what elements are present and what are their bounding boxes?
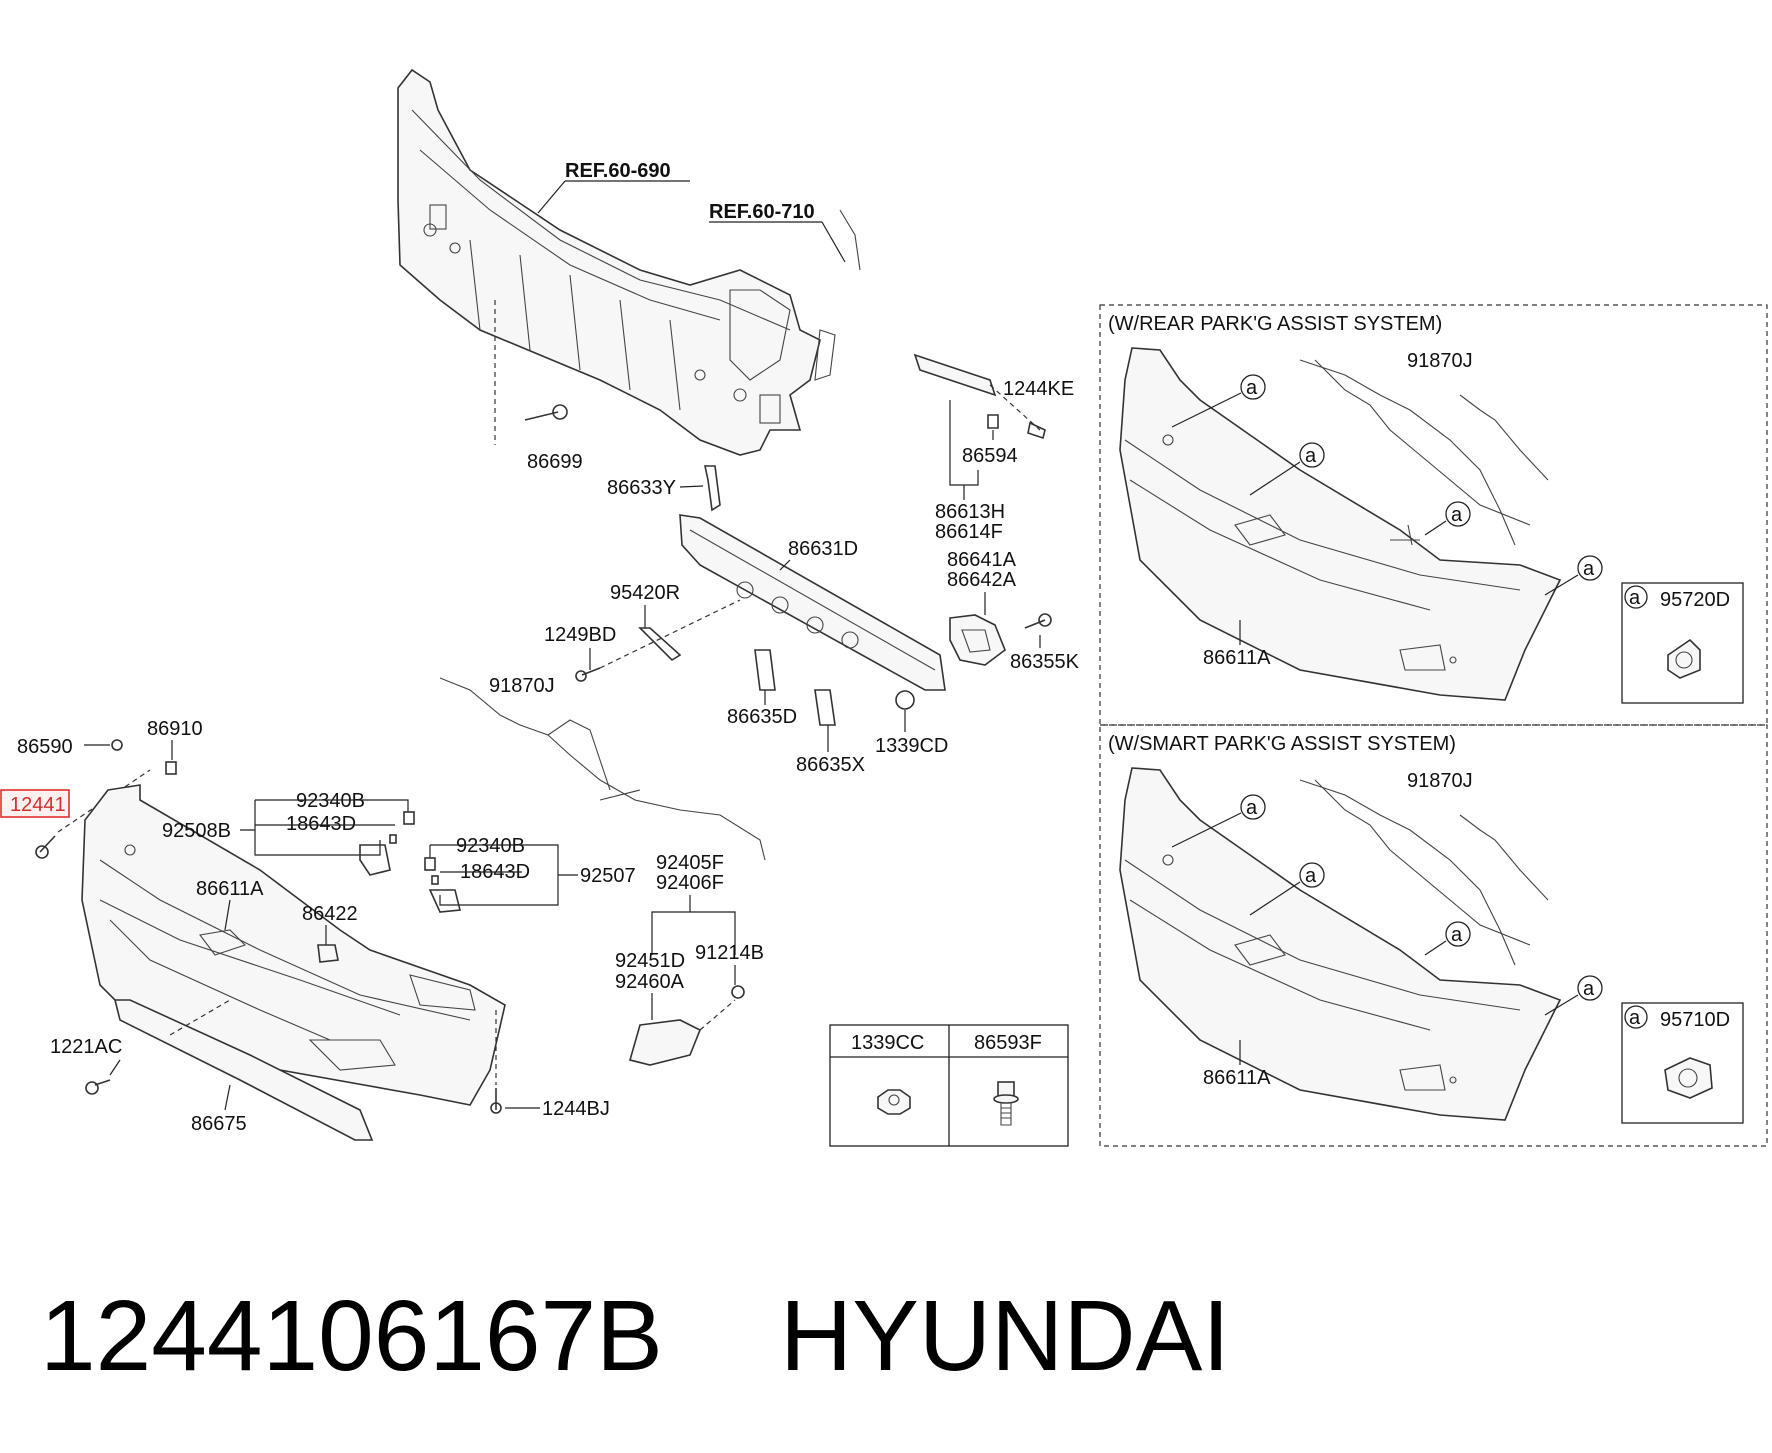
label-92451D: 92451D <box>615 950 685 972</box>
label-86611A-rear: 86611A <box>1203 647 1271 669</box>
group-92508B: 92340B 18643D 92508B <box>162 790 415 876</box>
section-rear-park-assist: (W/REAR PARK'G ASSIST SYSTEM) 91870J a a… <box>1099 304 1768 726</box>
callout-a-rear-3: a <box>1451 504 1463 526</box>
footer: 1244106167B HYUNDAI <box>40 1280 1230 1392</box>
callout-a-smart-4: a <box>1583 978 1595 1000</box>
nut-1339CC-icon <box>877 1089 911 1115</box>
label-92406F: 92406F <box>656 872 724 894</box>
label-91870J-main: 91870J <box>489 675 555 697</box>
label-91870J-smart: 91870J <box>1407 770 1473 792</box>
label-86590: 86590 <box>17 736 73 758</box>
label-86675: 86675 <box>191 1113 247 1135</box>
label-1244BJ: 1244BJ <box>542 1098 610 1120</box>
label-86611A-smart: 86611A <box>1203 1067 1271 1089</box>
hardware-table: 1339CC 86593F <box>829 1024 1069 1147</box>
sensor-95720D-icon <box>1667 638 1701 679</box>
label-86355K: 86355K <box>1010 651 1080 673</box>
bracket-86613H: 1244KE 86594 86613H 86614F <box>913 353 1074 543</box>
group-92507: 92340B 18643D 92507 <box>424 835 636 913</box>
label-1249BD: 1249BD <box>544 624 616 646</box>
label-18643D-a: 18643D <box>286 813 356 835</box>
label-86642A: 86642A <box>947 569 1017 591</box>
harness-91870J-main: 91870J <box>439 675 766 861</box>
bracket-95420R: 95420R 1249BD <box>544 582 741 682</box>
label-86613H: 86613H <box>935 501 1005 523</box>
table-header-86593F: 86593F <box>974 1032 1042 1054</box>
callout-a-95710D: a <box>1629 1007 1641 1029</box>
bumper-beam-86631D: 86631D <box>679 514 946 691</box>
ref-60-710: REF.60-710 <box>709 201 815 223</box>
footer-part-number: 1244106167B <box>40 1280 663 1392</box>
lower-fasteners: 1221AC 86675 1244BJ <box>50 999 610 1141</box>
callout-a-rear-4: a <box>1583 558 1595 580</box>
sensor-95710D-icon <box>1664 1057 1713 1099</box>
label-1244KE: 1244KE <box>1003 378 1074 400</box>
bracket-86641A: 86641A 86642A <box>947 549 1017 666</box>
group-92405F: 92405F 92406F 92451D 92460A 91214B <box>615 852 764 1066</box>
label-92340B-a: 92340B <box>296 790 365 812</box>
callout-a-smart-2: a <box>1305 865 1317 887</box>
label-86633Y: 86633Y <box>607 477 676 499</box>
section-smart-park-assist: (W/SMART PARK'G ASSIST SYSTEM) 91870J a … <box>1099 724 1768 1147</box>
label-92508B: 92508B <box>162 820 231 842</box>
label-92340B-b: 92340B <box>456 835 525 857</box>
label-86910: 86910 <box>147 718 203 740</box>
label-86635X: 86635X <box>796 754 865 776</box>
table-header-1339CC: 1339CC <box>851 1032 924 1054</box>
label-12441: 12441 <box>10 794 66 816</box>
label-91870J-rear: 91870J <box>1407 350 1473 372</box>
callout-a-smart-1: a <box>1246 797 1258 819</box>
highlight-12441 <box>0 789 70 818</box>
fasteners-top-left: 86590 86910 12441 <box>0 718 203 859</box>
bolt-86355K: 86355K <box>1010 613 1080 673</box>
back-panel <box>397 68 861 456</box>
label-1221AC: 1221AC <box>50 1036 122 1058</box>
ref-60-690: REF.60-690 <box>565 160 671 182</box>
callout-a-95720D: a <box>1629 587 1641 609</box>
label-86422: 86422 <box>302 903 358 925</box>
label-92405F: 92405F <box>656 852 724 874</box>
footer-brand: HYUNDAI <box>780 1280 1230 1392</box>
bracket-86633Y: 86633Y <box>607 465 721 512</box>
bolt-86593F-icon <box>993 1081 1019 1126</box>
label-1339CD: 1339CD <box>875 735 948 757</box>
title-smart-park-assist: (W/SMART PARK'G ASSIST SYSTEM) <box>1108 733 1456 755</box>
label-86594: 86594 <box>962 445 1018 467</box>
clip-86422: 86422 <box>302 903 358 963</box>
label-92460A: 92460A <box>615 971 685 993</box>
label-86635D: 86635D <box>727 706 797 728</box>
reference-labels: REF.60-690 REF.60-710 <box>537 160 846 263</box>
label-95420R: 95420R <box>610 582 680 604</box>
title-rear-park-assist: (W/REAR PARK'G ASSIST SYSTEM) <box>1108 313 1442 335</box>
brackets-86635: 86635D 86635X 1339CD <box>727 649 948 776</box>
label-86631D: 86631D <box>788 538 858 560</box>
label-86641A: 86641A <box>947 549 1017 571</box>
callout-a-smart-3: a <box>1451 924 1463 946</box>
label-95710D: 95710D <box>1660 1009 1730 1031</box>
label-86699: 86699 <box>527 451 583 473</box>
callout-a-rear-2: a <box>1305 445 1317 467</box>
label-86611A-main: 86611A <box>196 878 264 900</box>
bolt-86699: 86699 <box>494 300 583 473</box>
label-86614F: 86614F <box>935 521 1003 543</box>
label-95720D: 95720D <box>1660 589 1730 611</box>
label-92507: 92507 <box>580 865 636 887</box>
label-91214B: 91214B <box>695 942 764 964</box>
callout-a-rear-1: a <box>1246 377 1258 399</box>
